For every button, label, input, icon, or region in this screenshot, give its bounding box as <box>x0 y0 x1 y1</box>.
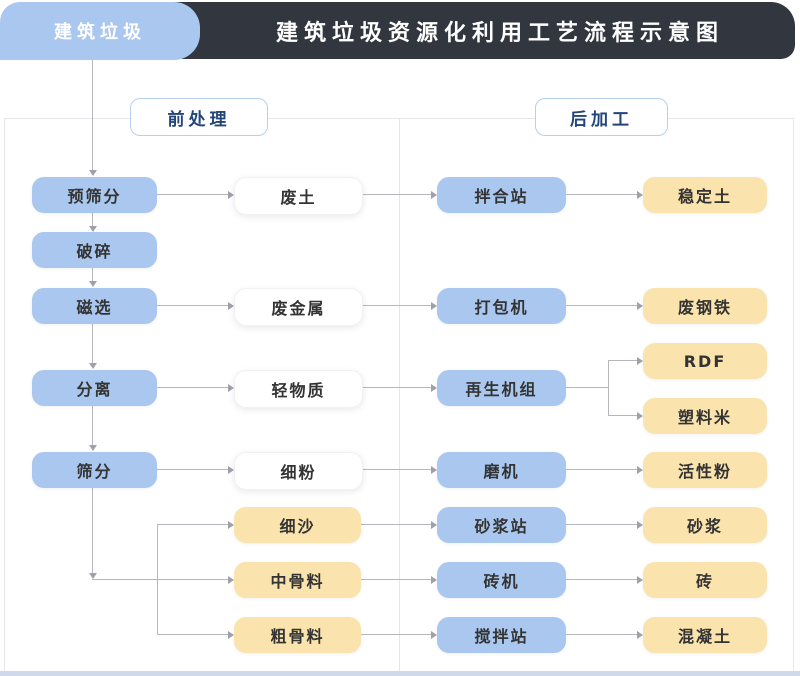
node-label: 混凝土 <box>677 627 732 646</box>
node-fine-powder: 细粉 <box>234 452 363 490</box>
arrow-regeneration-to-rdf <box>608 356 643 365</box>
source-tab: 建筑垃圾 <box>0 2 200 60</box>
section-divider <box>399 118 400 672</box>
arrow-pre-screening-to-waste-soil <box>157 190 234 199</box>
node-brick: 砖 <box>643 562 767 598</box>
node-fine-sand: 细沙 <box>234 507 361 543</box>
node-waste-steel: 废钢铁 <box>643 288 767 324</box>
section-pre-label: 前处理 <box>167 109 231 130</box>
line-branch-horizontal <box>92 579 157 580</box>
arrow-fine-powder-to-mill <box>361 465 437 474</box>
arrow-magnetic-to-separation <box>88 324 97 369</box>
node-concrete: 混凝土 <box>643 617 767 653</box>
node-mortar: 砂浆 <box>643 507 767 543</box>
node-active-powder: 活性粉 <box>643 452 767 488</box>
node-label: 塑料米 <box>677 408 732 427</box>
node-label: 分离 <box>76 380 113 399</box>
arrow-separation-to-light-material <box>157 383 234 392</box>
node-label: RDF <box>683 351 727 371</box>
arrow-crushing-to-magnetic <box>88 268 97 287</box>
node-regeneration-unit: 再生机组 <box>437 370 566 406</box>
node-mill: 磨机 <box>437 452 566 488</box>
node-label: 活性粉 <box>677 462 732 481</box>
node-label: 拌合站 <box>474 187 529 206</box>
section-pre-processing: 前处理 <box>130 98 268 136</box>
node-mortar-station: 砂浆站 <box>437 507 566 543</box>
arrow-screening-to-fine-powder <box>157 465 234 474</box>
node-baler: 打包机 <box>437 288 566 324</box>
node-label: 破碎 <box>76 242 113 261</box>
source-tab-label: 建筑垃圾 <box>54 22 146 43</box>
arrow-agitating-to-concrete <box>566 630 643 639</box>
arrow-pre-screening-to-crushing <box>88 213 97 232</box>
node-screening: 筛分 <box>32 452 157 488</box>
node-label: 预筛分 <box>67 187 122 206</box>
node-label: 稳定土 <box>677 187 732 206</box>
arrow-medium-aggregate-to-brick-machine <box>361 575 437 584</box>
node-medium-aggregate: 中骨料 <box>234 562 361 598</box>
arrow-to-medium-aggregate <box>157 575 234 584</box>
node-brick-machine: 砖机 <box>437 562 566 598</box>
arrow-mortar-station-to-mortar <box>566 520 643 529</box>
arrow-mill-to-active-powder <box>566 465 643 474</box>
arrow-baler-to-waste-steel <box>566 301 643 310</box>
arrow-regeneration-to-plastic-pellets <box>608 411 643 420</box>
arrow-screening-down <box>88 488 97 579</box>
node-crushing: 破碎 <box>32 232 157 268</box>
node-waste-metal: 废金属 <box>234 288 363 326</box>
node-plastic-pellets: 塑料米 <box>643 398 767 434</box>
arrow-waste-soil-to-mixing-plant <box>361 190 437 199</box>
line-regeneration-bracket <box>608 360 609 416</box>
arrow-coarse-aggregate-to-agitating <box>361 630 437 639</box>
node-stabilized-soil: 稳定土 <box>643 177 767 213</box>
footer-bar <box>0 671 800 676</box>
node-label: 废金属 <box>271 299 326 318</box>
node-pre-screening: 预筛分 <box>32 177 157 213</box>
node-agitating-station: 搅拌站 <box>437 617 566 653</box>
node-waste-soil: 废土 <box>234 177 363 215</box>
node-label: 细沙 <box>279 517 316 536</box>
node-label: 轻物质 <box>271 381 326 400</box>
section-post-processing: 后加工 <box>535 98 668 136</box>
node-label: 再生机组 <box>465 380 538 399</box>
page-title: 建筑垃圾资源化利用工艺流程示意图 <box>275 20 724 46</box>
node-label: 中骨料 <box>270 572 325 591</box>
node-label: 磨机 <box>483 462 520 481</box>
arrow-brick-machine-to-brick <box>566 575 643 584</box>
node-label: 砂浆 <box>686 517 723 536</box>
section-post-label: 后加工 <box>570 109 633 130</box>
node-label: 筛分 <box>76 462 113 481</box>
arrow-fine-sand-to-mortar-station <box>361 520 437 529</box>
node-label: 打包机 <box>474 298 529 317</box>
arrow-to-fine-sand <box>157 520 234 529</box>
node-magnetic-separation: 磁选 <box>32 288 157 324</box>
node-separation: 分离 <box>32 370 157 406</box>
node-label: 砖 <box>695 572 714 591</box>
node-label: 磁选 <box>76 298 113 317</box>
node-light-material: 轻物质 <box>234 370 363 408</box>
arrow-tab-to-pre-screening <box>88 60 97 176</box>
node-label: 废土 <box>280 188 317 207</box>
arrow-separation-to-screening <box>88 406 97 451</box>
node-mixing-plant: 拌合站 <box>437 177 566 213</box>
node-label: 搅拌站 <box>474 627 529 646</box>
node-label: 砂浆站 <box>474 517 529 536</box>
arrow-waste-metal-to-baler <box>361 301 437 310</box>
node-label: 废钢铁 <box>677 298 732 317</box>
arrow-magnetic-to-waste-metal <box>157 301 234 310</box>
node-label: 粗骨料 <box>270 627 325 646</box>
arrow-light-material-to-regeneration <box>361 383 437 392</box>
node-label: 砖机 <box>483 572 520 591</box>
node-label: 细粉 <box>280 463 317 482</box>
line-regeneration-stub <box>566 387 608 388</box>
arrow-mixing-plant-to-stabilized-soil <box>566 190 643 199</box>
arrow-to-coarse-aggregate <box>157 630 234 639</box>
node-rdf: RDF <box>643 343 767 379</box>
node-coarse-aggregate: 粗骨料 <box>234 617 361 653</box>
